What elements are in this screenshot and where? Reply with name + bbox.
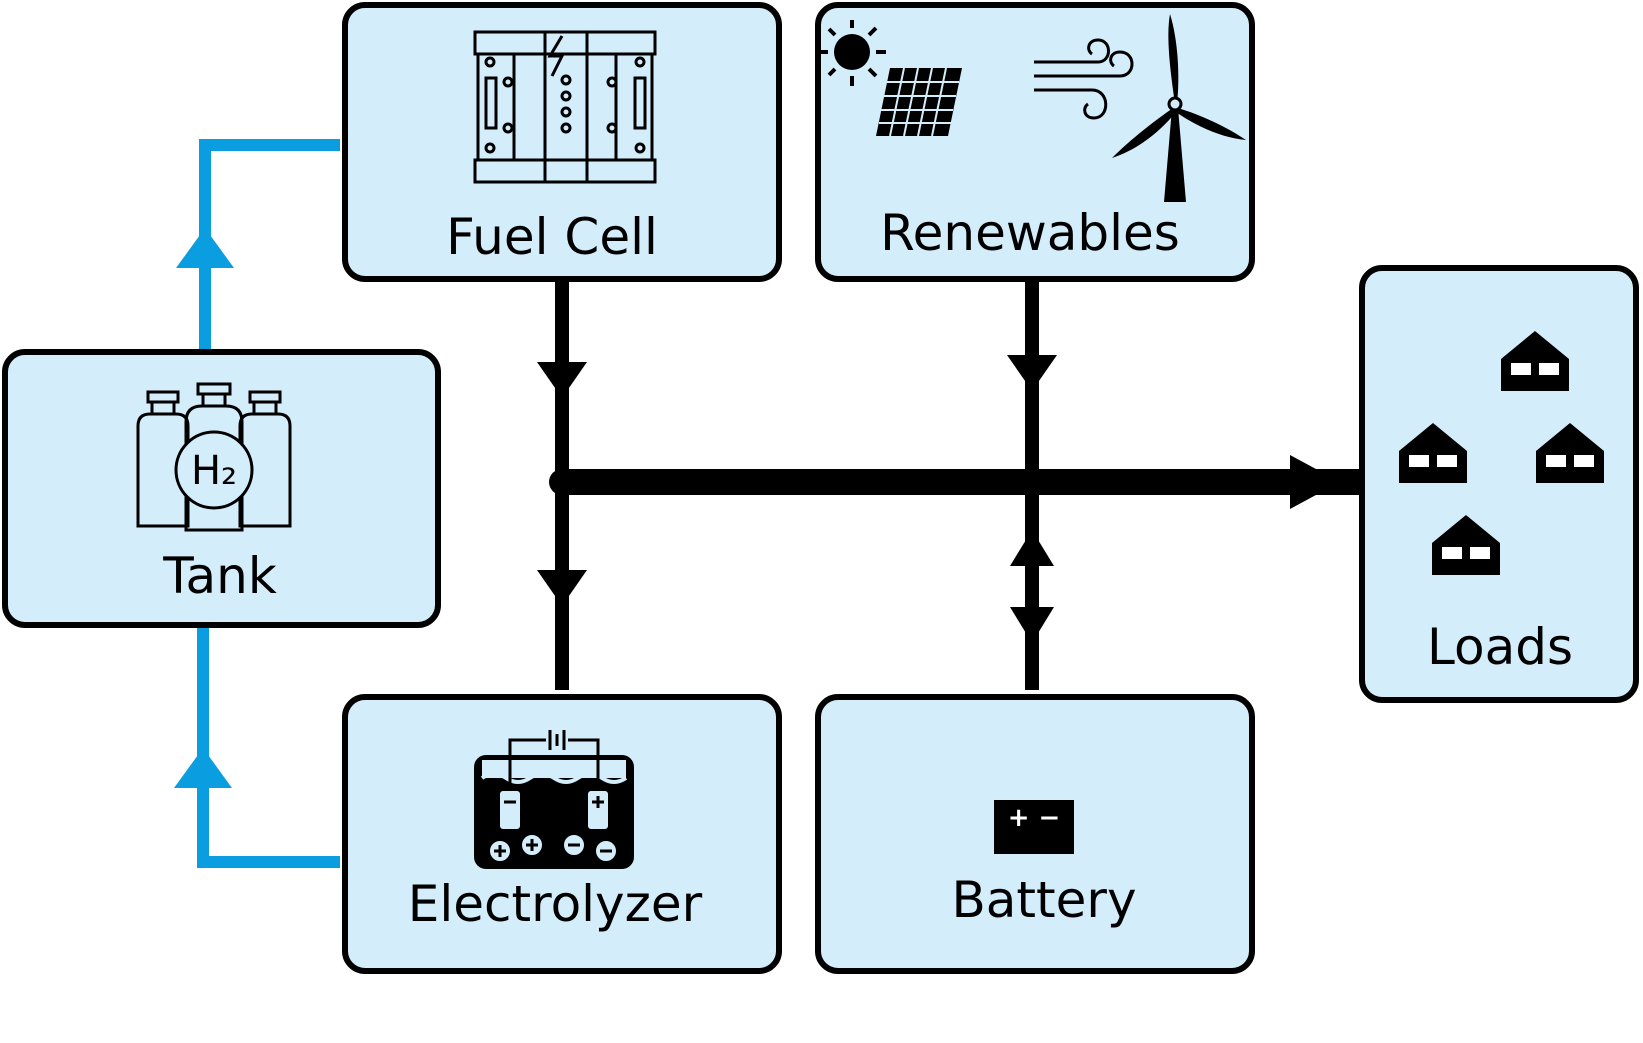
- hydrogen-tank-icon: H₂: [136, 382, 292, 532]
- loads-box: Loads: [1359, 265, 1639, 703]
- sun-icon: [820, 20, 886, 86]
- loads-label: Loads: [1427, 618, 1573, 676]
- arrow-battery-down: [1010, 607, 1054, 643]
- battery-terminals: + −: [1008, 803, 1061, 833]
- fuel-cell-icon: [473, 30, 657, 184]
- power-bus: [549, 455, 1365, 509]
- fuel-cell-box: Fuel Cell: [342, 2, 782, 282]
- battery-box: + − Battery: [815, 694, 1255, 974]
- wind-icon: [1034, 38, 1134, 120]
- electrolyzer-label: Electrolyzer: [408, 875, 703, 933]
- wind-turbine-icon: [1112, 14, 1246, 202]
- house-icon: [1432, 515, 1500, 575]
- battery-label: Battery: [951, 871, 1136, 929]
- power-line-renewables-battery: [1007, 280, 1057, 690]
- tank-label: Tank: [162, 547, 277, 605]
- renewables-label: Renewables: [880, 204, 1180, 262]
- electrolyzer-box: Electrolyzer: [342, 694, 782, 974]
- arrow-battery-up: [1010, 530, 1054, 566]
- arrow-fuel-cell-down: [537, 362, 587, 398]
- arrow-to-loads: [1290, 455, 1340, 509]
- solar-panel-icon: [876, 67, 962, 137]
- house-icon: [1399, 423, 1467, 483]
- hydrogen-flow-tank-to-fuel-cell: [176, 139, 340, 350]
- tank-box: H₂ Tank: [2, 349, 441, 628]
- arrow-to-electrolyzer: [537, 570, 587, 606]
- electrolyzer-icon: [474, 730, 634, 869]
- battery-icon: + −: [994, 800, 1074, 854]
- arrow-renewables-down: [1007, 355, 1057, 391]
- fuel-cell-label: Fuel Cell: [446, 208, 658, 266]
- house-icon: [1536, 423, 1604, 483]
- power-line-fuel-cell-electrolyzer: [537, 280, 587, 690]
- h2-symbol: H₂: [191, 448, 237, 494]
- hydrogen-flow-electrolyzer-to-tank: [174, 628, 340, 868]
- house-icon: [1501, 331, 1569, 391]
- renewables-box: Renewables: [815, 2, 1255, 282]
